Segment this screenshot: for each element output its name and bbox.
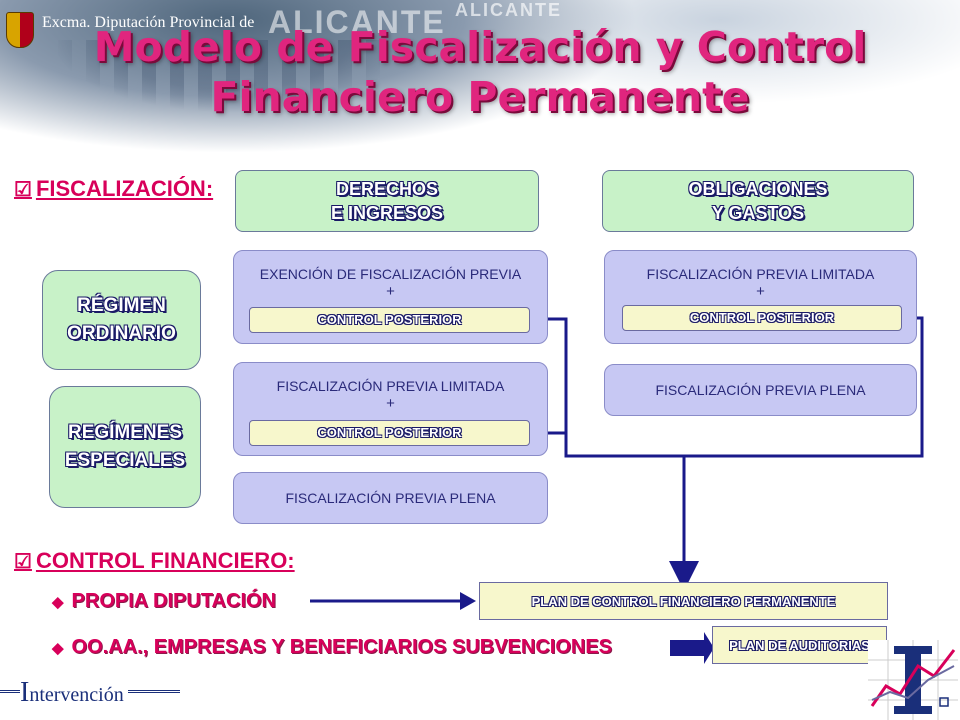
footer-brand: Intervención [20, 677, 128, 709]
derechos-ingresos-header: DERECHOS E INGRESOS [235, 170, 539, 232]
bullet-text: PROPIA DIPUTACIÓN [71, 590, 276, 612]
page-title: Modelo de Fiscalización y Control Financ… [0, 22, 960, 122]
checkbox-icon: ☑ [14, 178, 32, 201]
control-posterior-strip: CONTROL POSTERIOR [249, 307, 530, 333]
obligaciones-line-2: Y GASTOS [711, 203, 805, 223]
plan-control-financiero-box: PLAN DE CONTROL FINANCIERO PERMANENTE [479, 582, 888, 620]
bullet-text: OO.AA., EMPRESAS Y BENEFICIARIOS SUBVENC… [71, 636, 613, 658]
intervencion-logo-icon [868, 640, 958, 720]
diamond-bullet-icon: ◆ [52, 593, 64, 611]
footer-word: ntervención [29, 684, 124, 706]
footer-initial: I [20, 677, 30, 708]
control-posterior-strip: CONTROL POSTERIOR [249, 420, 530, 446]
organization-name: Excma. Diputación Provincial de [42, 14, 255, 31]
regimen-ordinario-box: RÉGIMEN ORDINARIO [42, 270, 201, 370]
plus-sign: + [756, 283, 765, 300]
section-control-financiero-heading: ☑ CONTROL FINANCIERO: [14, 548, 295, 574]
gastos-previa-plena-box: FISCALIZACIÓN PREVIA PLENA [604, 364, 917, 416]
especiales-line-1: REGÍMENES [67, 422, 183, 443]
obligaciones-line-1: OBLIGACIONES [688, 179, 828, 199]
watermark-large: ALICANTE [268, 4, 446, 40]
plus-sign: + [386, 283, 395, 300]
title-line-2: Financiero Permanente [210, 73, 750, 121]
fiscalizacion-heading-text: FISCALIZACIÓN: [35, 176, 214, 201]
derechos-line-2: E INGRESOS [330, 203, 444, 223]
bullet-propia-diputacion: ◆ PROPIA DIPUTACIÓN [52, 590, 276, 613]
gastos-previa-plena-text: FISCALIZACIÓN PREVIA PLENA [655, 382, 866, 398]
plan-auditorias-box: PLAN DE AUDITORIAS [712, 626, 887, 664]
watermark-small: ALICANTE [455, 0, 562, 20]
exencion-text: EXENCIÓN DE FISCALIZACIÓN PREVIA [259, 266, 522, 282]
diamond-bullet-icon: ◆ [52, 639, 64, 657]
arrow-propia-icon [460, 592, 476, 610]
section-fiscalizacion-heading: ☑ FISCALIZACIÓN: [14, 176, 213, 202]
building-image [30, 40, 450, 190]
checkbox-icon: ☑ [14, 550, 32, 573]
arrow-auditorias-icon [670, 632, 714, 664]
ordinario-line-1: RÉGIMEN [77, 295, 166, 316]
ingresos-previa-limitada-text: FISCALIZACIÓN PREVIA LIMITADA [276, 378, 505, 394]
obligaciones-gastos-header: OBLIGACIONES Y GASTOS [602, 170, 914, 232]
bullet-oo-aa: ◆ OO.AA., EMPRESAS Y BENEFICIARIOS SUBVE… [52, 636, 612, 659]
control-posterior-strip: CONTROL POSTERIOR [622, 305, 902, 331]
control-financiero-heading-text: CONTROL FINANCIERO: [35, 548, 295, 573]
title-line-1: Modelo de Fiscalización y Control [93, 23, 867, 71]
ingresos-previa-plena-box: FISCALIZACIÓN PREVIA PLENA [233, 472, 548, 524]
plus-sign: + [386, 395, 395, 412]
coat-of-arms-icon [6, 12, 34, 48]
header-banner: Excma. Diputación Provincial de ALICANTE… [0, 0, 960, 210]
gastos-previa-limitada-text: FISCALIZACIÓN PREVIA LIMITADA [646, 266, 875, 282]
ingresos-previa-plena-text: FISCALIZACIÓN PREVIA PLENA [285, 490, 496, 506]
regimenes-especiales-box: REGÍMENES ESPECIALES [49, 386, 201, 508]
especiales-line-2: ESPECIALES [64, 450, 186, 471]
ordinario-line-2: ORDINARIO [67, 323, 176, 344]
derechos-line-1: DERECHOS [335, 179, 438, 199]
